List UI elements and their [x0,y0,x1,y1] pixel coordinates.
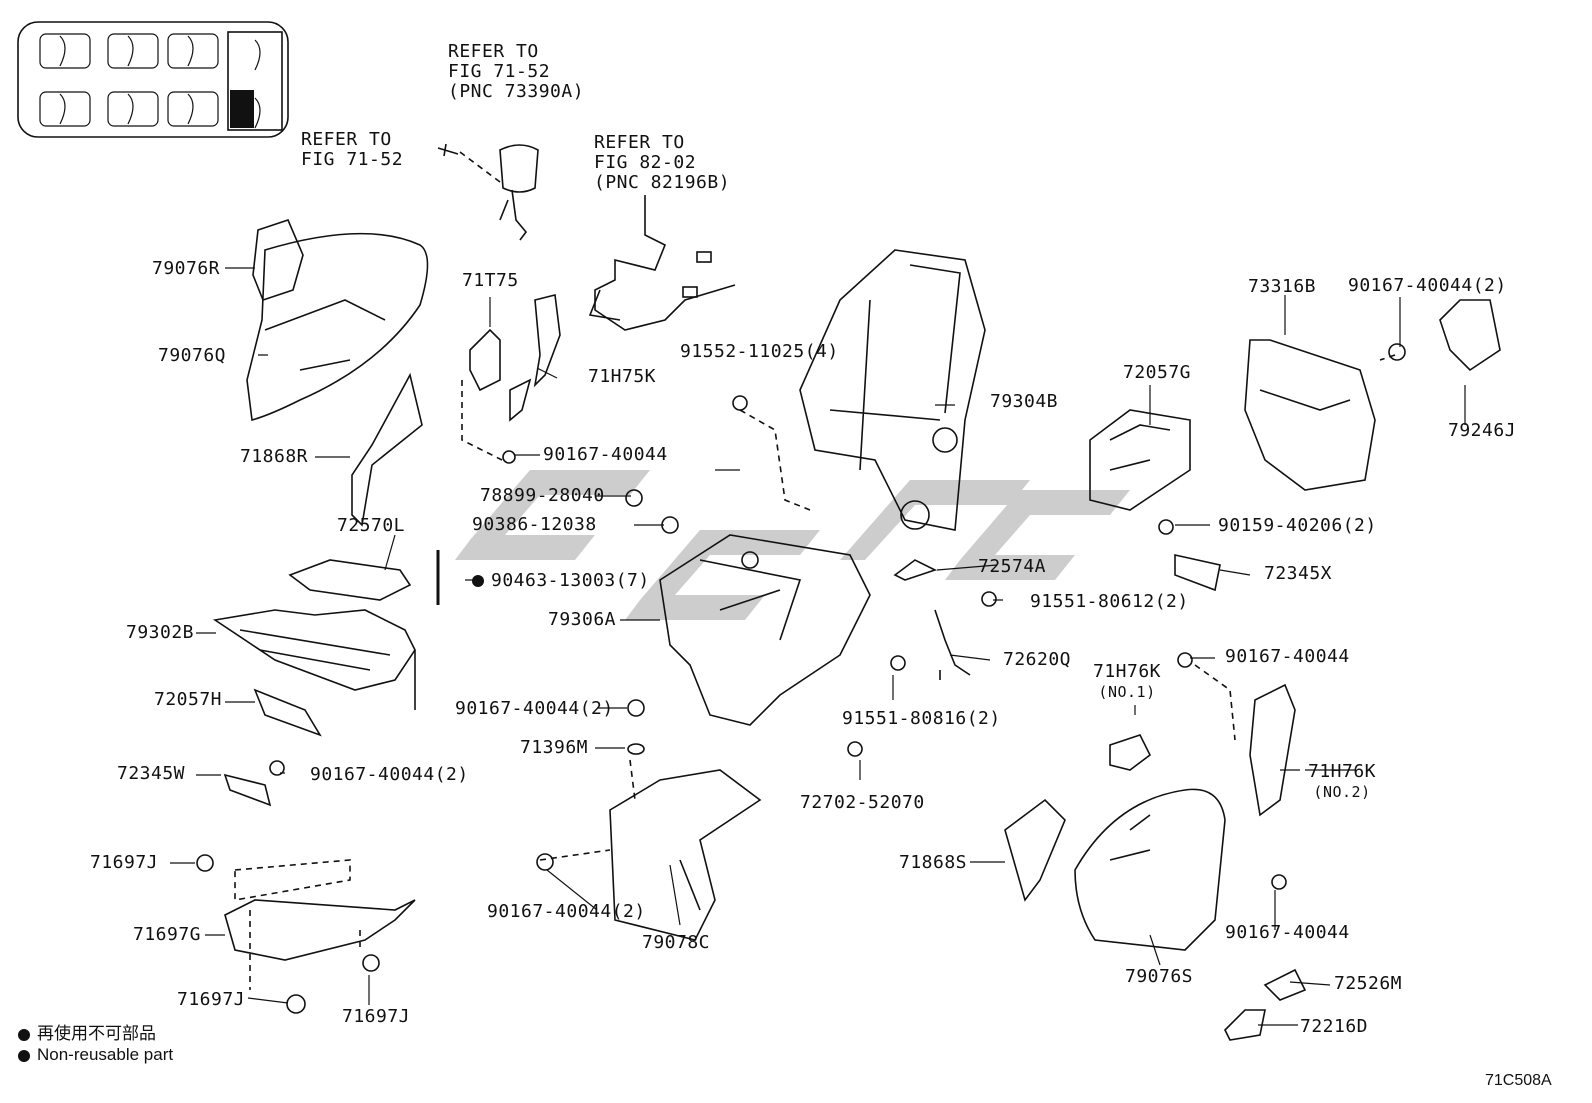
part-label-71697J-b[interactable]: 71697J [177,989,246,1010]
seat-buckle-part [499,144,539,241]
part-label-90167-40044-2d[interactable]: 90167-40044(2) [487,901,646,922]
part-label-79302B[interactable]: 79302B [126,622,195,643]
part-label-91551-80816[interactable]: 91551-80816(2) [842,708,1001,729]
reference-line: (PNC 82196B) [594,172,731,193]
sensor-wire-part [934,609,971,680]
part-label-90167-40044-2b[interactable]: 90167-40044(2) [455,698,614,719]
back-cover-part [1244,299,1501,491]
part-label-79076Q[interactable]: 79076Q [158,345,227,366]
part-label-71H76K-no2[interactable]: 71H76K (NO.2) [1308,762,1376,802]
part-label-91552-11025[interactable]: 91552-11025(4) [680,341,839,362]
fastener-parts [196,343,1406,1014]
wire-harness-part [588,195,736,331]
part-label-79304B[interactable]: 79304B [990,391,1059,412]
part-label-72057G[interactable]: 72057G [1123,362,1192,383]
reference-line: REFER TO [594,132,685,153]
part-label-79076S[interactable]: 79076S [1125,966,1194,987]
seatback-cover-part [246,219,429,527]
part-label-79076R[interactable]: 79076R [152,258,221,279]
seat-adjuster-part [1089,409,1191,511]
part-number-text: 90463-13003(7) [491,570,650,591]
part-label-90463-13003[interactable]: 90463-13003(7) [472,571,650,591]
part-label-72702-52070[interactable]: 72702-52070 [800,792,925,813]
non-reusable-dot-icon [472,575,484,587]
cover-part [223,554,1221,807]
part-label-73316B[interactable]: 73316B [1248,276,1317,297]
cap-part [1263,968,1307,1001]
part-variant-text: (NO.1) [1098,683,1156,701]
leader-line [539,759,636,861]
part-label-90167-40044-2[interactable]: 90167-40044(2) [1348,275,1507,296]
part-label-90167-40044-2c[interactable]: 90167-40044(2) [310,764,469,785]
lower-cover-part [609,769,762,941]
part-label-90167-40044-c[interactable]: 90167-40044 [1225,922,1350,943]
wire-part [288,559,412,601]
part-label-72345X[interactable]: 72345X [1264,563,1333,584]
part-label-71868S[interactable]: 71868S [899,852,968,873]
part-label-71697J-a[interactable]: 71697J [90,852,159,873]
reference-line: FIG 82-02 [594,152,697,173]
part-variant-text: (NO.2) [1313,783,1371,801]
seatback-frame-part [799,249,986,531]
shield-part [469,294,561,422]
part-label-71697J-c[interactable]: 71697J [342,1006,411,1027]
legend-non-reusable-en: Non-reusable part [18,1045,173,1065]
reference-line: FIG 71-52 [448,61,551,82]
part-label-72526M[interactable]: 72526M [1334,973,1403,994]
bracket-part [893,559,938,581]
part-label-72345W[interactable]: 72345W [117,763,186,784]
part-label-79306A[interactable]: 79306A [548,609,617,630]
legend-non-reusable-jp: 再使用不可部品 [18,1019,156,1044]
leader-line [1194,664,1236,741]
part-label-72574A[interactable]: 72574A [978,556,1047,577]
part-label-71868R[interactable]: 71868R [240,446,309,467]
leader-line [461,380,503,461]
figure-code: 71C508A [1485,1072,1552,1089]
reference-line: REFER TO [448,41,539,62]
reference-note-fig-82-02: REFER TO FIG 82-02 (PNC 82196B) [594,133,730,193]
leader-line [459,151,501,183]
part-label-71T75[interactable]: 71T75 [462,270,519,291]
part-label-71697G[interactable]: 71697G [133,924,202,945]
legend-text: Non-reusable part [37,1045,174,1064]
part-label-90386-12038[interactable]: 90386-12038 [472,514,597,535]
watermark-logo [455,470,1130,620]
leader-line [739,409,811,511]
reference-note-fig-71-52: REFER TO FIG 71-52 [301,130,403,170]
part-label-71H75K[interactable]: 71H75K [588,366,657,387]
part-label-90159-40206[interactable]: 90159-40206(2) [1218,515,1377,536]
part-label-79246J[interactable]: 79246J [1448,420,1517,441]
part-label-72057H[interactable]: 72057H [154,689,223,710]
legend-text: 再使用不可部品 [37,1024,156,1043]
reference-line: REFER TO [301,129,392,150]
non-reusable-dot-icon [18,1028,30,1041]
part-label-72216D[interactable]: 72216D [1300,1016,1369,1037]
non-reusable-dot-icon [18,1049,30,1062]
part-label-90167-40044[interactable]: 90167-40044 [543,444,668,465]
part-label-90167-40044-b[interactable]: 90167-40044 [1225,646,1350,667]
reference-line: FIG 71-52 [301,149,404,170]
part-number-text: 71H76K [1093,661,1162,682]
side-shield-part [1004,683,1296,902]
bolt-part [437,143,459,157]
part-label-91551-80612[interactable]: 91551-80612(2) [1030,591,1189,612]
floor-cover-part [224,859,416,990]
leader-lines [170,267,1466,1026]
part-label-71H76K-no1[interactable]: 71H76K (NO.1) [1093,662,1161,702]
part-label-72620Q[interactable]: 72620Q [1003,649,1072,670]
reference-line: (PNC 73390A) [448,81,585,102]
seatback-board-part [1074,788,1226,951]
part-label-78899-28040[interactable]: 78899-28040 [480,485,605,506]
seat-cushion-frame-part [659,534,871,726]
seat-rail-part [212,609,416,710]
seat-location-icon [17,21,289,138]
part-label-71396M[interactable]: 71396M [520,737,589,758]
part-number-text: 71H76K [1308,761,1377,782]
reference-note-fig-71-52-pnc: REFER TO FIG 71-52 (PNC 73390A) [448,42,584,102]
part-label-79078C[interactable]: 79078C [642,932,711,953]
part-label-72570L[interactable]: 72570L [337,515,406,536]
cap-part [1224,1009,1266,1041]
